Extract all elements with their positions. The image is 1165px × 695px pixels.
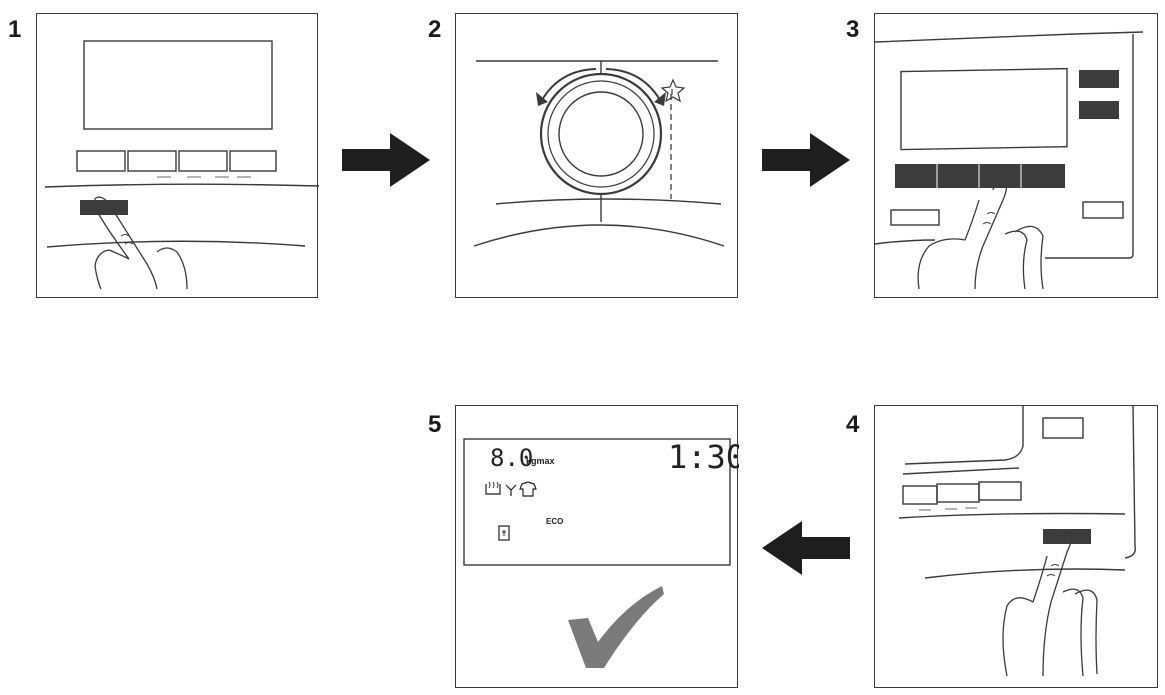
pressed-button	[80, 200, 128, 215]
step-number-4: 4	[846, 411, 860, 438]
pressed-start-button	[1043, 529, 1091, 544]
eco-label: ECO	[546, 517, 563, 526]
step-number-2: 2	[428, 16, 442, 43]
right-arrow-icon	[762, 133, 850, 187]
right-arrow-icon	[342, 133, 430, 187]
lock-icon	[498, 525, 510, 541]
spin-icon	[505, 484, 517, 496]
rotate-left-arrow-icon	[541, 68, 597, 101]
rotate-right-arrow-icon	[605, 68, 661, 101]
step-3-illustration	[875, 31, 1144, 290]
step-2-illustration	[473, 60, 725, 247]
program-knob	[539, 72, 663, 196]
display-screen	[900, 67, 1068, 151]
weight-unit: kgmax	[526, 456, 555, 466]
step-number-3: 3	[846, 16, 860, 43]
hand-icon	[917, 178, 1044, 290]
step-number-5: 5	[428, 411, 442, 438]
hand-icon	[94, 196, 188, 290]
hand-icon	[1002, 532, 1098, 677]
display-screen	[463, 438, 731, 566]
time-value: 1:30	[668, 438, 739, 476]
checkmark-icon	[568, 586, 664, 668]
step-5-illustration: 8.0 kgmax 1:30 ECO	[463, 438, 739, 668]
shirt-icon	[519, 481, 537, 497]
display-screen	[83, 40, 273, 130]
step-2-panel	[455, 13, 738, 298]
step-5-panel: 8.0 kgmax 1:30 ECO	[455, 405, 739, 688]
weight-value: 8.0	[490, 444, 533, 472]
step-1-illustration	[44, 40, 319, 290]
step-4-illustration	[898, 406, 1136, 677]
step-4-panel	[874, 405, 1158, 688]
star-icon	[660, 78, 686, 103]
step-1-panel	[36, 13, 319, 298]
step-number-1: 1	[8, 16, 22, 43]
step-3-panel	[874, 13, 1158, 298]
left-arrow-icon	[762, 521, 850, 575]
pressed-buttons	[895, 164, 1065, 188]
temperature-icon	[485, 481, 501, 495]
